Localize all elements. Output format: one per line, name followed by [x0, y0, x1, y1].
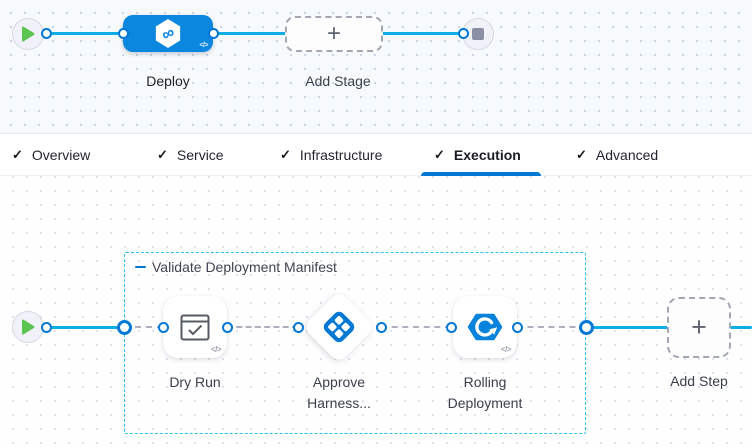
- connector-line-dashed: [124, 326, 163, 328]
- connector-line-dashed: [517, 326, 586, 328]
- step-label-approval: Approve Harness...: [307, 374, 371, 411]
- connector-port[interactable]: [445, 322, 457, 333]
- tab-label: Advanced: [595, 147, 659, 163]
- connector-port[interactable]: [40, 322, 52, 333]
- execution-start-node[interactable]: [12, 311, 44, 343]
- connector-port[interactable]: [207, 28, 219, 39]
- step-label-dry-run: Dry Run: [169, 374, 221, 390]
- connector-port[interactable]: [40, 28, 52, 39]
- add-step-label: Add Step: [670, 373, 728, 389]
- step-group-container: Validate Deployment Manifest: [124, 252, 586, 434]
- connector-port-group-out[interactable]: [578, 320, 594, 335]
- connector-port[interactable]: [457, 28, 469, 39]
- play-icon: [22, 26, 35, 42]
- pipeline-start-node[interactable]: [12, 18, 44, 50]
- tab-label: Infrastructure: [299, 147, 383, 163]
- infinity-glyph: ∞: [158, 22, 178, 45]
- plus-icon: +: [691, 312, 707, 342]
- check-icon: ✓: [157, 147, 168, 162]
- connector-line-dashed: [227, 326, 298, 328]
- check-icon: ✓: [280, 147, 291, 162]
- play-icon: [22, 319, 35, 335]
- step-group-header[interactable]: Validate Deployment Manifest: [135, 259, 337, 275]
- step-node-dry-run[interactable]: </>: [163, 296, 227, 358]
- tab-execution[interactable]: ✓ Execution: [434, 134, 521, 176]
- collapse-dash-icon: [135, 265, 146, 269]
- connector-port-group-in[interactable]: [116, 320, 132, 335]
- tab-label: Overview: [31, 147, 91, 163]
- connector-line-dashed: [381, 326, 451, 328]
- plus-icon: +: [326, 20, 341, 47]
- code-icon: </>: [500, 345, 512, 354]
- stop-icon: [472, 28, 484, 40]
- harness-approval-icon: [323, 311, 355, 343]
- step-group-title: Validate Deployment Manifest: [152, 259, 337, 275]
- connector-port[interactable]: [157, 322, 169, 333]
- tab-label: Execution: [453, 147, 521, 163]
- stage-graph-canvas: ∞ </> + Deploy Add Stage: [0, 0, 752, 133]
- connector-port[interactable]: [511, 322, 523, 333]
- connector-line: [46, 32, 463, 35]
- connector-line: [46, 326, 124, 329]
- check-icon: ✓: [434, 147, 445, 162]
- stage-name-label: Deploy: [146, 73, 190, 89]
- connector-port[interactable]: [375, 322, 387, 333]
- active-tab-indicator: [421, 172, 541, 176]
- connector-port[interactable]: [117, 28, 129, 39]
- code-icon: </>: [210, 345, 222, 354]
- stage-node-deploy[interactable]: ∞ </>: [123, 15, 213, 52]
- step-node-rolling-deployment[interactable]: </>: [453, 296, 517, 358]
- step-label-rolling-deployment: Rolling Deployment: [447, 374, 523, 411]
- rolling-deployment-icon: [467, 313, 503, 341]
- stage-config-tabs: ✓ Overview ✓ Service ✓ Infrastructure ✓ …: [0, 133, 752, 176]
- connector-port[interactable]: [292, 322, 304, 333]
- check-icon: ✓: [12, 147, 23, 162]
- add-step-button[interactable]: +: [667, 297, 731, 358]
- tab-infrastructure[interactable]: ✓ Infrastructure: [280, 134, 382, 176]
- tab-overview[interactable]: ✓ Overview: [12, 134, 90, 176]
- tab-service[interactable]: ✓ Service: [157, 134, 224, 176]
- dry-run-icon: [180, 314, 210, 340]
- add-stage-button[interactable]: +: [285, 16, 383, 52]
- code-icon: </>: [199, 42, 208, 49]
- tab-advanced[interactable]: ✓ Advanced: [576, 134, 658, 176]
- add-stage-label: Add Stage: [305, 73, 371, 89]
- harness-cd-icon: ∞: [155, 19, 181, 48]
- tab-label: Service: [176, 147, 224, 163]
- execution-graph-canvas: Validate Deployment Manifest </>: [0, 176, 752, 448]
- check-icon: ✓: [576, 147, 587, 162]
- connector-port[interactable]: [221, 322, 233, 333]
